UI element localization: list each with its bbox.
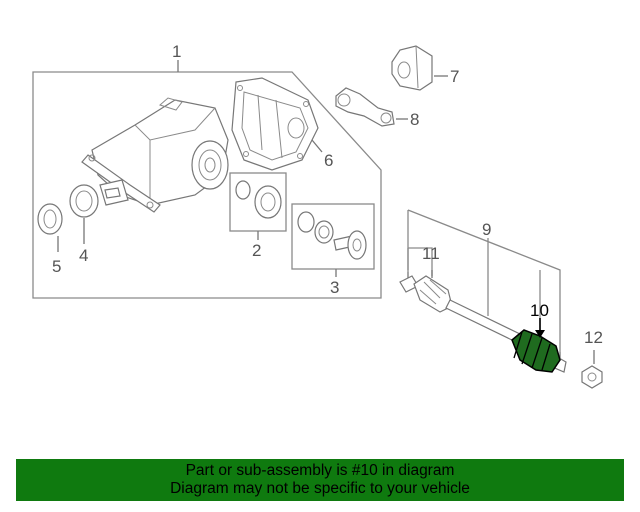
diagram-notice-banner: Part or sub-assembly is #10 in diagram D… xyxy=(16,459,624,501)
differential-housing xyxy=(81,97,229,213)
callout-11[interactable]: 11 xyxy=(422,244,440,263)
bearing-part-2 xyxy=(235,180,282,219)
callout-4[interactable]: 4 xyxy=(79,246,88,265)
seal-part-5 xyxy=(37,203,63,235)
callout-3[interactable]: 3 xyxy=(330,278,339,297)
nut-part-12 xyxy=(581,365,603,389)
callout-2[interactable]: 2 xyxy=(252,241,261,260)
link-arm xyxy=(335,87,395,127)
seal-part-4 xyxy=(69,184,99,218)
part-1-group-outline xyxy=(32,71,382,299)
callout-8[interactable]: 8 xyxy=(410,110,419,129)
shaft-part-3 xyxy=(297,211,367,260)
callout-9[interactable]: 9 xyxy=(482,220,491,239)
differential-cover xyxy=(231,77,319,171)
part-9-bracket xyxy=(407,209,561,358)
callout-7[interactable]: 7 xyxy=(450,67,459,86)
callout-10[interactable]: 10 xyxy=(530,301,549,320)
banner-line-disclaimer: Diagram may not be specific to your vehi… xyxy=(170,480,470,497)
leader-10-arrowhead xyxy=(535,330,545,338)
mount-bracket xyxy=(391,45,433,91)
banner-line-part-info: Part or sub-assembly is #10 in diagram xyxy=(185,462,455,479)
part-3-group-box xyxy=(291,203,375,270)
callout-12[interactable]: 12 xyxy=(584,328,603,347)
part-11-bracket xyxy=(407,247,433,276)
callout-1[interactable]: 1 xyxy=(172,42,181,61)
callout-6[interactable]: 6 xyxy=(324,151,333,170)
cv-boot-part-10 xyxy=(511,329,561,373)
leader-6 xyxy=(311,139,323,153)
callout-5[interactable]: 5 xyxy=(52,257,61,276)
